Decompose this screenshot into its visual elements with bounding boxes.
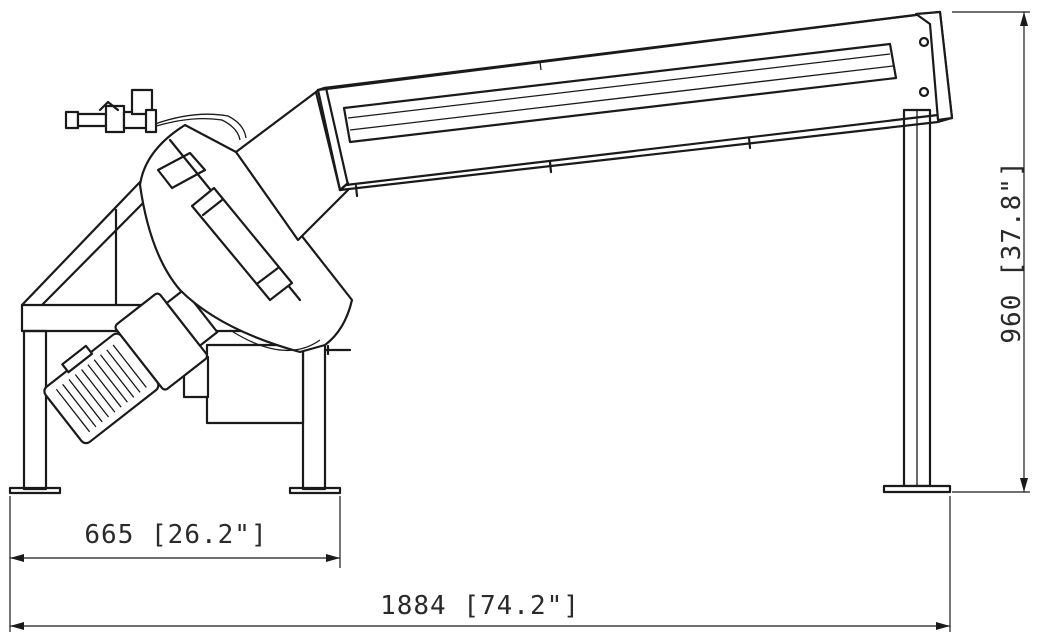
support-leg bbox=[882, 108, 952, 494]
inclined-conveyor bbox=[314, 10, 954, 198]
valve-assembly bbox=[64, 88, 158, 134]
drive-motor bbox=[43, 288, 219, 445]
overall-length-label: 1884 [74.2"] bbox=[380, 591, 580, 621]
dimension-lines bbox=[9, 11, 1030, 632]
base-width-label: 665 [26.2"] bbox=[84, 520, 267, 550]
hopper-head bbox=[138, 113, 354, 354]
gearbox-housing bbox=[182, 343, 352, 425]
overall-height-label: 960 [37.8"] bbox=[997, 160, 1027, 343]
